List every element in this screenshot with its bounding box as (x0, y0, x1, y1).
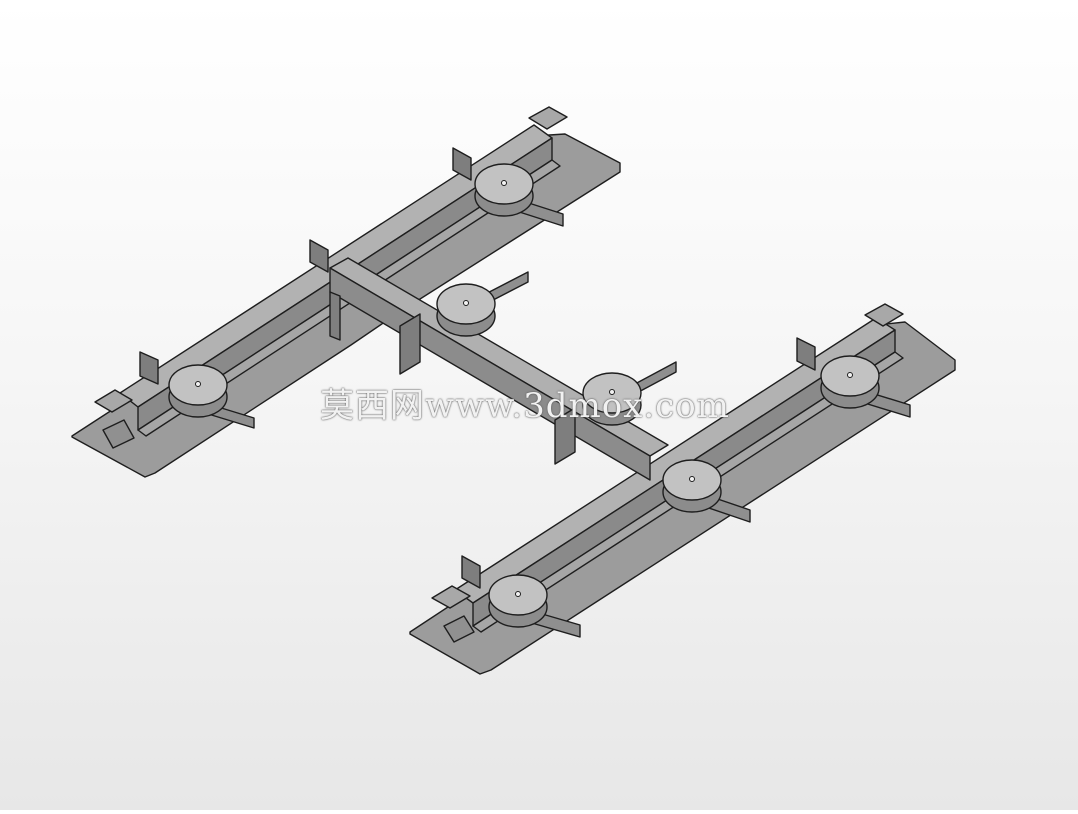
pulley-hub (463, 300, 469, 306)
pulley-hub (689, 476, 695, 482)
cross-beam-front (329, 291, 341, 341)
gusset (309, 239, 329, 273)
pulley-hub (847, 372, 853, 378)
end-bracket (864, 303, 904, 327)
pulley-hub (195, 381, 201, 387)
pulley-hub (501, 180, 507, 186)
gusset (452, 147, 472, 181)
watermark-text: 莫西网www.3dmox.com (320, 386, 730, 426)
end-bracket-foot (102, 419, 135, 449)
end-bracket (528, 106, 568, 130)
gusset (554, 407, 576, 465)
end-bracket-foot (443, 615, 475, 643)
pulley-hub (609, 389, 615, 395)
end-bracket (94, 389, 133, 413)
end-bracket (431, 585, 471, 609)
gusset (139, 351, 159, 385)
gusset (461, 555, 481, 589)
gusset (796, 337, 816, 371)
gusset (399, 313, 421, 375)
pulley-hub (515, 591, 521, 597)
